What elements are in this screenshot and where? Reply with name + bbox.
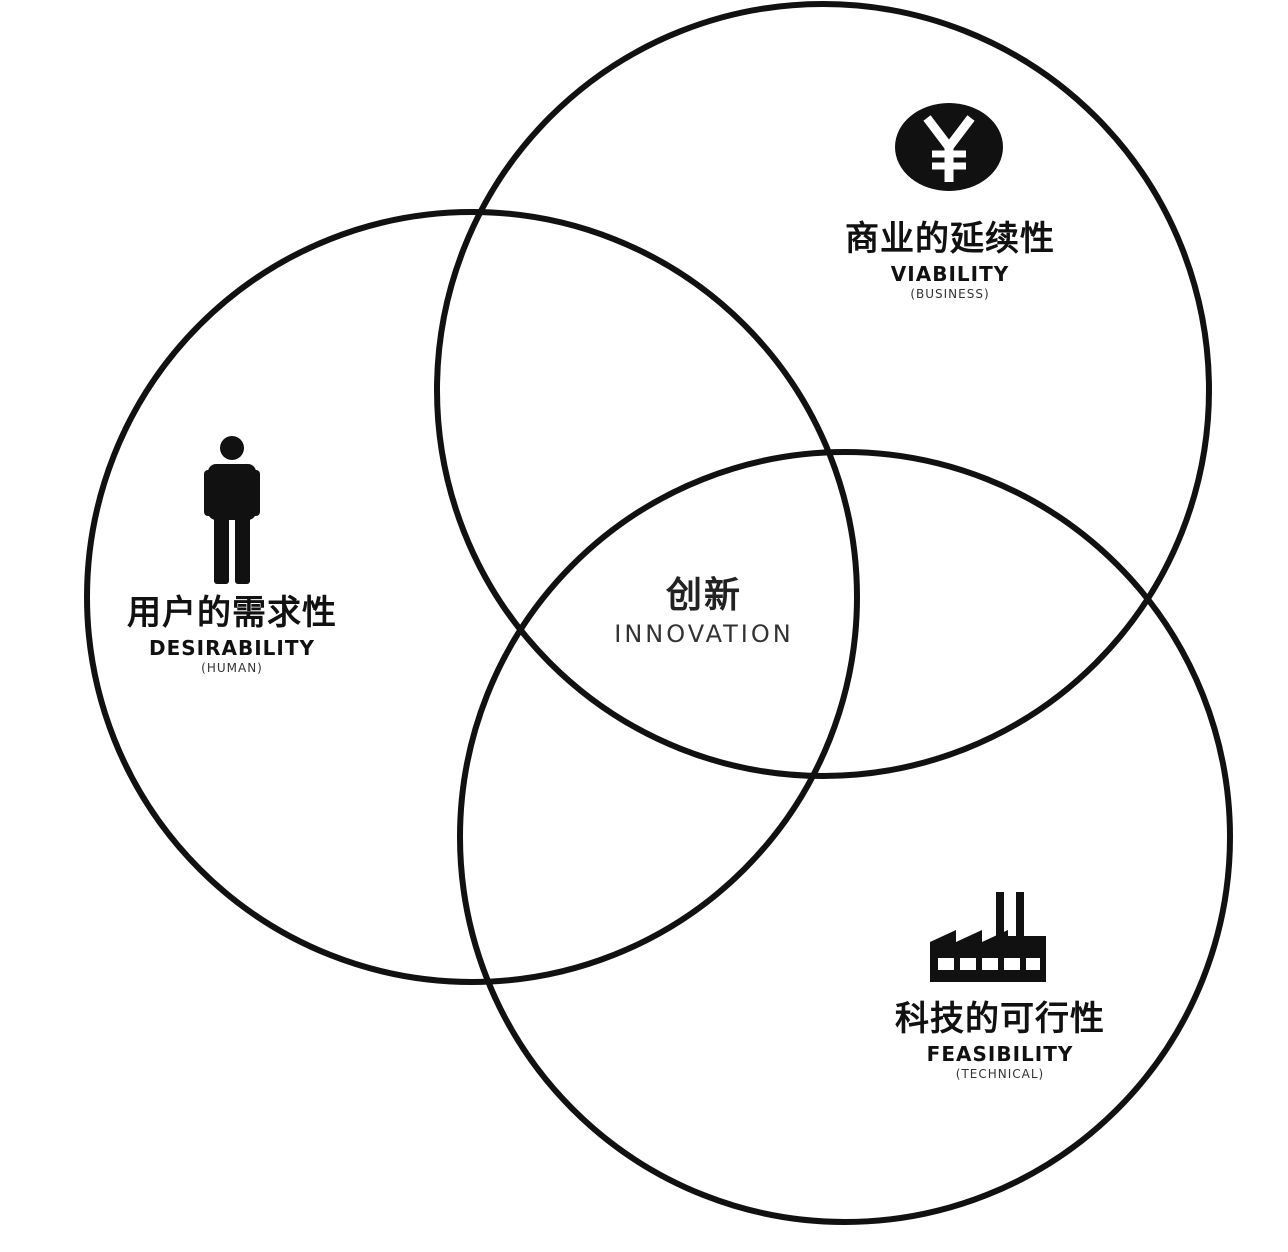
feasibility-sub: (TECHNICAL) [955, 1067, 1045, 1081]
viability-zh: 商业的延续性 [845, 219, 1055, 259]
feasibility-circle [457, 449, 1233, 1225]
desirability-en: DESIRABILITY [149, 636, 315, 660]
innovation-zh: 创新 [665, 575, 743, 616]
desirability-label: 用户的需求性 DESIRABILITY (HUMAN) [127, 596, 337, 674]
desirability-sub: (HUMAN) [201, 661, 263, 675]
feasibility-en: FEASIBILITY [926, 1042, 1074, 1066]
yen-coin-icon [895, 103, 1003, 191]
factory-icon [930, 892, 1046, 982]
innovation-en: INNOVATION [614, 620, 794, 648]
viability-en: VIABILITY [890, 262, 1010, 286]
desirability-zh: 用户的需求性 [127, 593, 337, 633]
viability-circle [434, 1, 1212, 779]
desirability-circle [84, 209, 860, 985]
viability-label: 商业的延续性 VIABILITY (BUSINESS) [845, 222, 1055, 300]
feasibility-label: 科技的可行性 FEASIBILITY (TECHNICAL) [895, 1002, 1105, 1080]
feasibility-zh: 科技的可行性 [895, 999, 1105, 1039]
person-icon [204, 436, 260, 584]
innovation-label: 创新 INNOVATION [614, 575, 794, 648]
viability-sub: (BUSINESS) [910, 287, 990, 301]
